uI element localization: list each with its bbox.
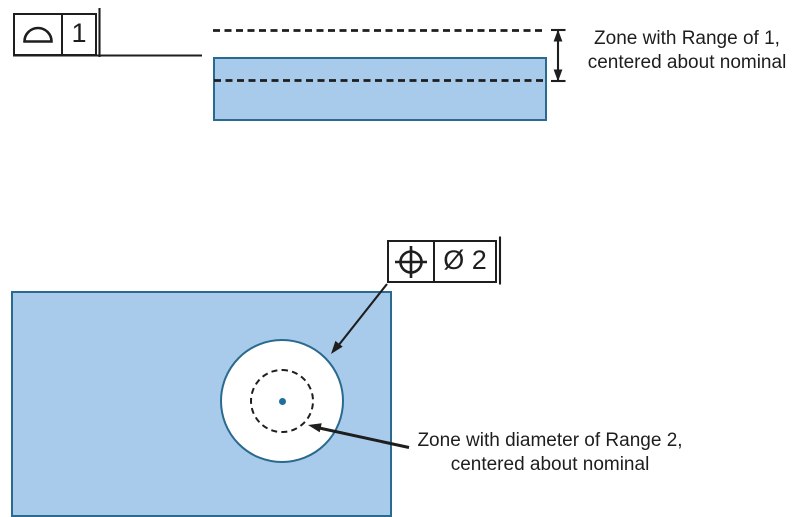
feature-control-frame-position: Ø 2 bbox=[387, 240, 497, 283]
fcf-symbol-cell bbox=[15, 15, 61, 54]
caption-line: Zone with diameter of Range 2, bbox=[417, 430, 683, 451]
caption-line: centered about nominal bbox=[450, 453, 650, 475]
caption-line: centered about nominal bbox=[587, 51, 787, 73]
profile-of-a-surface-icon bbox=[23, 26, 53, 43]
feature-control-frame-profile: 1 bbox=[13, 13, 97, 56]
caption-line: Zone with Range of 1, bbox=[594, 28, 780, 49]
nominal-center-dot bbox=[279, 398, 286, 405]
position-tolerance-value: Ø 2 bbox=[443, 245, 487, 275]
zone-width-arrowhead-down bbox=[553, 69, 563, 82]
position-symbol-icon bbox=[395, 245, 427, 278]
zone-width-arrowhead-up bbox=[553, 29, 563, 42]
top-part-surface-rect bbox=[213, 57, 547, 121]
tolerance-zone-dashed-circle bbox=[250, 369, 314, 433]
fcf-tolerance-cell: Ø 2 bbox=[433, 242, 495, 281]
bottom-zone-caption: Zone with diameter of Range 2, centered … bbox=[405, 429, 695, 476]
fcf-tolerance-cell: 1 bbox=[61, 15, 95, 54]
profile-tolerance-value: 1 bbox=[71, 18, 87, 48]
fcf-symbol-cell bbox=[389, 242, 433, 281]
top-zone-caption: Zone with Range of 1, centered about nom… bbox=[577, 27, 797, 74]
